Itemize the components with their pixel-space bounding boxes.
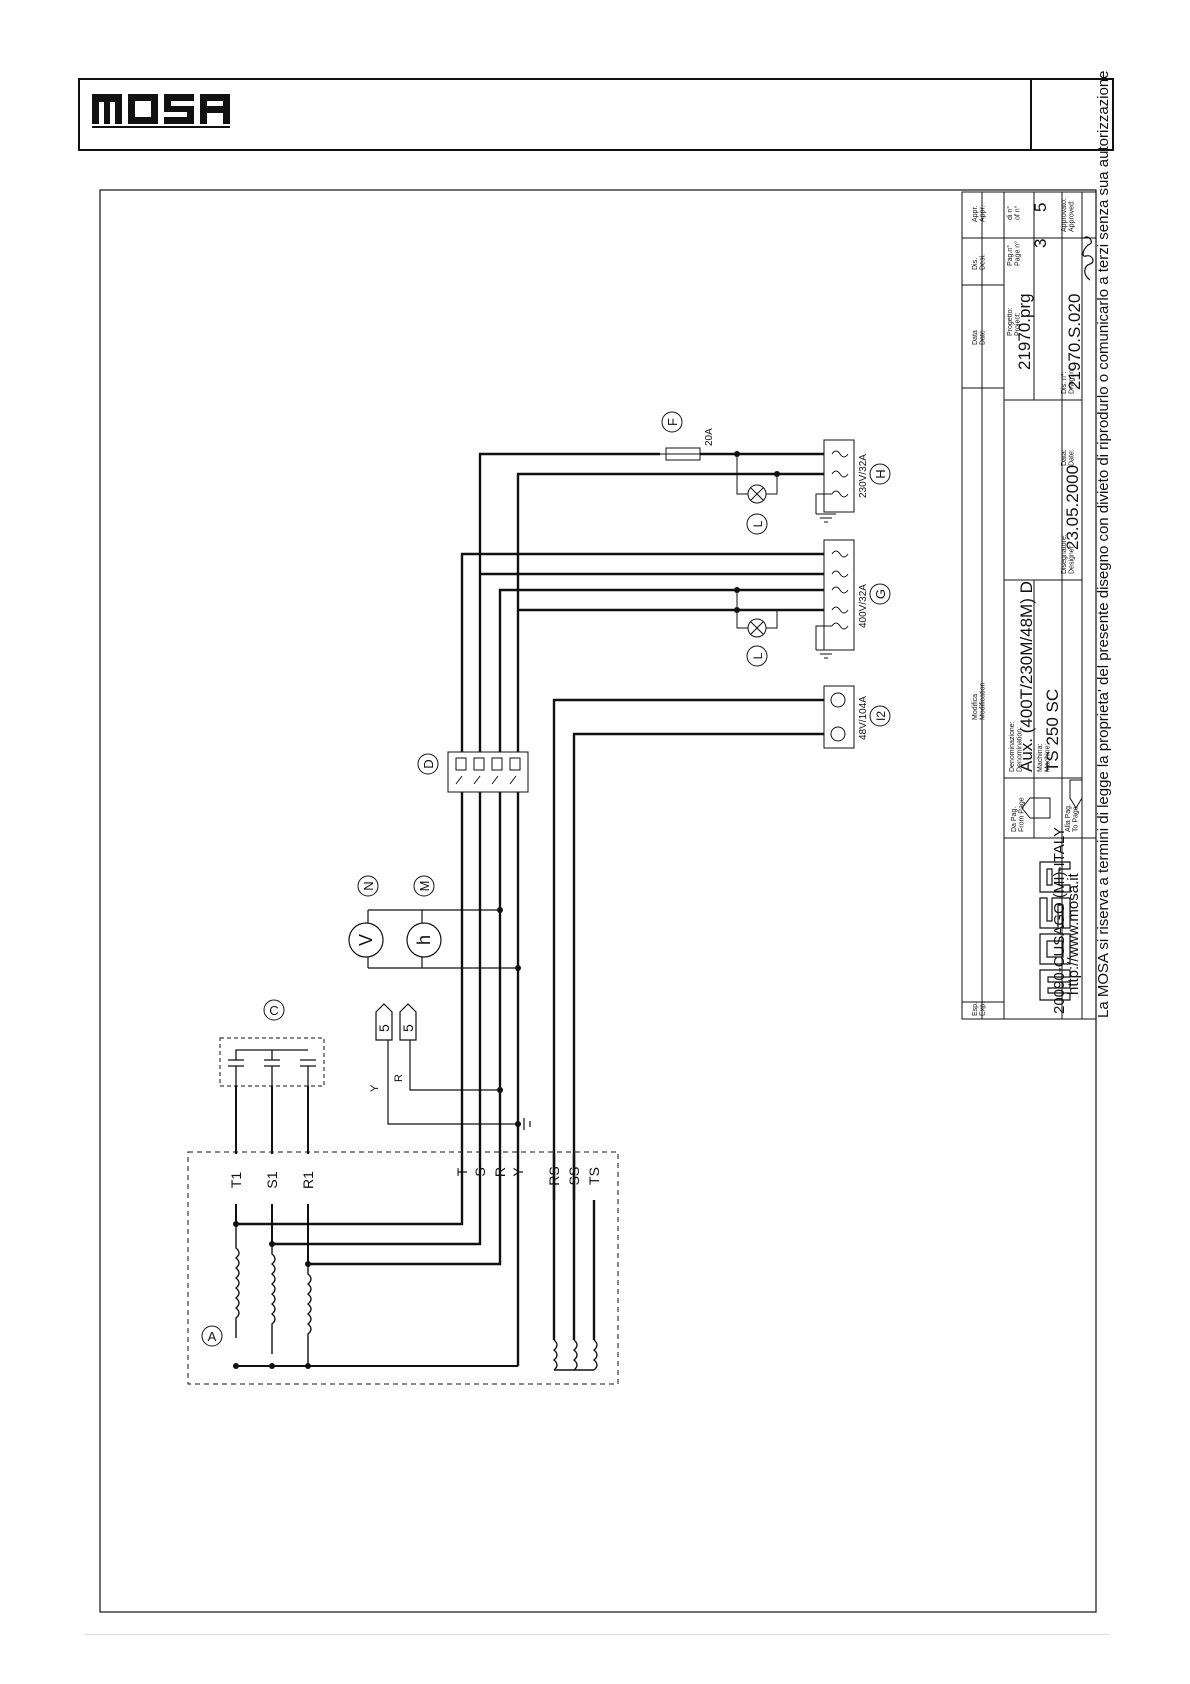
hour-meter-label: h [414, 935, 434, 945]
label-D-circle [417, 753, 439, 775]
label-M-circle [413, 875, 435, 897]
label-H: H [873, 469, 888, 478]
voltmeter-label: V [356, 934, 376, 946]
breaker-D [447, 751, 529, 793]
meter-wiring [367, 909, 518, 969]
label-D: D [421, 759, 436, 768]
tb-appr: Appr.Appr. [972, 206, 987, 222]
tb-da-pag: Da Pag.From Page [1011, 797, 1026, 832]
tb-modifica: ModificaModification [972, 683, 987, 720]
tb-data: DataDate [972, 330, 987, 345]
label-F: F [665, 418, 680, 426]
ground-400-icon [816, 649, 836, 659]
socket-400v [823, 539, 855, 651]
signature [1082, 236, 1094, 281]
tb-approved-label: Approvato:Approved: [1061, 198, 1076, 232]
label-H-circle [869, 463, 891, 485]
label-L2: L [751, 652, 765, 659]
tb-company-web: http://www.mosa.it [1065, 872, 1082, 995]
terminal-Y: Y [510, 1167, 526, 1177]
terminal-R1: R1 [300, 1171, 316, 1189]
tb-denominazione: Aux. (400T/230M/48M) D [1017, 581, 1036, 772]
label-N-circle [357, 875, 379, 897]
tb-machine-label: Machina:Machine: [1037, 744, 1052, 772]
rating-230v: 230V/32A [858, 454, 869, 498]
tb-page-label: Pag.n°Page n° [1006, 241, 1022, 266]
main-windings [234, 1224, 518, 1368]
voltmeter-icon [348, 922, 384, 958]
aux-windings [552, 1339, 598, 1371]
tb-company-address: 20090-CUSAGO (MI)-ITALY [1051, 827, 1068, 1014]
terminal-S: S [472, 1167, 488, 1176]
label-L2-circle [746, 645, 768, 667]
main-bus [236, 452, 824, 1366]
hour-meter-icon [406, 922, 442, 958]
rating-48v: 48V/104A [858, 696, 869, 740]
tb-denominazione-label: Denominazione:Denomination: [1009, 721, 1024, 772]
label-I2-circle [869, 705, 891, 727]
tb-project: 21970.prg [1015, 293, 1034, 370]
capacitors [228, 1049, 316, 1086]
tb-drawing: 21970.S.020 [1065, 294, 1084, 390]
page-ref-R: R [393, 1074, 405, 1082]
label-A-circle [201, 1325, 223, 1347]
socket-48v [823, 685, 855, 749]
socket-230v [823, 439, 855, 513]
title-block: Esp.Exp. ModificaModification DataDate D… [961, 191, 1097, 1020]
label-L1-circle [746, 513, 768, 535]
label-A: A [208, 1329, 217, 1344]
tb-drawing-label: Dis. n°:Drwg. n°: [1060, 365, 1076, 394]
terminal-T1: T1 [228, 1172, 244, 1189]
aux-bus [552, 698, 824, 1340]
terminal-T: T [454, 1167, 470, 1176]
terminal-TS: TS [586, 1167, 602, 1185]
label-I2: I2 [874, 711, 888, 721]
tb-machine: TS 250 SC [1043, 689, 1062, 772]
tb-page: 3 [1031, 239, 1050, 248]
from-page-arrow-icon [1021, 797, 1051, 819]
terminal-R: R [492, 1167, 508, 1177]
ground-icon [387, 1040, 531, 1134]
page-ref-5a: 5 [376, 1024, 392, 1032]
label-G: G [873, 589, 888, 599]
tb-dis: Dis.Desi. [972, 254, 987, 270]
terminal-S1: S1 [264, 1171, 280, 1188]
label-N: N [361, 881, 376, 890]
tb-project-label: Progetto:Project: [1007, 308, 1022, 336]
header-frame [78, 78, 1114, 151]
tb-date-label: Data:Date: [1061, 449, 1076, 466]
tb-designer-label: Disegnatore:Designer: [1061, 534, 1076, 574]
tb-of: 5 [1031, 203, 1050, 212]
tb-date: 23.05.2000 [1063, 465, 1082, 550]
tb-of-label: di n°of n° [1006, 205, 1022, 220]
page-ref-5b: 5 [400, 1024, 416, 1032]
label-C-circle [263, 999, 285, 1021]
drawing-frame [99, 189, 1097, 1613]
generator-box [187, 1151, 619, 1385]
footer-rule [85, 1634, 1110, 1635]
label-F-circle [661, 411, 683, 433]
header-divider [1030, 80, 1032, 149]
to-page-arrow-icon [1069, 779, 1083, 809]
mosa-logo [90, 90, 240, 128]
tb-mosa-logo [1039, 861, 1071, 1001]
legal-notice: La MOSA si riserva a termini di legge la… [1095, 70, 1112, 1018]
label-C: C [269, 1003, 278, 1018]
ground-230-icon [816, 513, 836, 523]
label-M: M [417, 881, 432, 892]
label-L1: L [751, 520, 765, 527]
label-G-circle [869, 583, 891, 605]
tb-esp: Esp.Exp. [972, 1002, 987, 1016]
page-ref-Y: Y [369, 1084, 381, 1092]
page-ref-tags [375, 1003, 417, 1041]
tb-alla-pag: Alla Pag.To Page [1065, 804, 1080, 832]
rating-fuse: 20A [704, 428, 715, 446]
rating-400v: 400V/32A [858, 584, 869, 628]
